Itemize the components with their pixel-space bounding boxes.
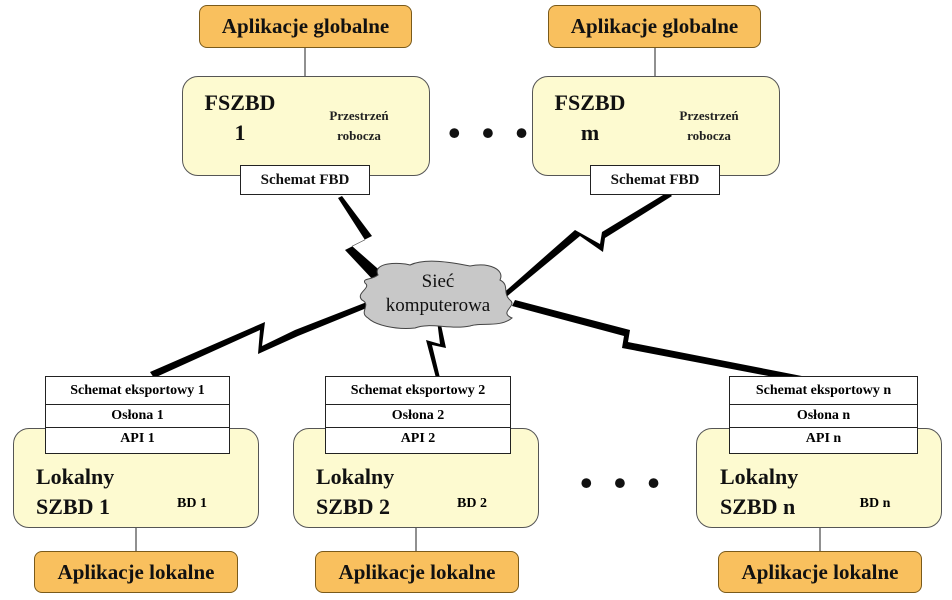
api-1: API 1 <box>120 431 155 446</box>
network-label: Sieć komputerowa <box>385 271 491 316</box>
export-schema-n: Schemat eksportowy n <box>730 377 917 405</box>
api-2: API 2 <box>400 431 436 446</box>
wrapper-n: Osłona n <box>730 405 917 428</box>
export-schema-1: Schemat eksportowy 1 <box>46 377 229 405</box>
workspace-label-1: Przestrzeń robocza <box>329 108 389 143</box>
link-lightning-local2 <box>426 320 446 378</box>
fbd-schema-box-1: Schemat FBD <box>240 165 370 195</box>
global-apps-label: Aplikacje globalne <box>570 14 739 38</box>
ellipsis-global: • • • <box>448 113 534 153</box>
link-lightning-localn <box>512 300 812 384</box>
local-interface-stack-2: Schemat eksportowy 2 Osłona 2 API 2 <box>325 376 511 454</box>
global-apps-label: Aplikacje globalne <box>221 14 390 38</box>
db-label-1: BD 1 <box>177 496 207 511</box>
global-apps-box-1: Aplikacje globalne <box>199 5 412 48</box>
local-apps-box-n: Aplikacje lokalne <box>718 551 922 593</box>
wrapper-1: Osłona 1 <box>46 405 229 428</box>
local-apps-box-1: Aplikacje lokalne <box>34 551 238 593</box>
api-n: API n <box>805 431 842 446</box>
local-interface-stack-1: Schemat eksportowy 1 Osłona 1 API 1 <box>45 376 230 454</box>
link-lightning-fszbdm <box>500 192 672 298</box>
export-schema-2: Schemat eksportowy 2 <box>326 377 510 405</box>
fszbd-node-m <box>532 76 780 176</box>
global-apps-box-m: Aplikacje globalne <box>548 5 761 48</box>
workspace-label-m: Przestrzeń robocza <box>679 108 739 143</box>
local-interface-stack-n: Schemat eksportowy n Osłona n API n <box>729 376 918 454</box>
ellipsis-local: • • • <box>580 463 666 503</box>
network-cloud <box>359 260 513 329</box>
fbd-schema-box-m: Schemat FBD <box>590 165 720 195</box>
local-apps-box-2: Aplikacje lokalne <box>315 551 519 593</box>
link-lightning-local1 <box>150 300 374 378</box>
db-label-2: BD 2 <box>457 496 487 511</box>
db-label-n: BD n <box>859 496 891 511</box>
wrapper-2: Osłona 2 <box>326 405 510 428</box>
